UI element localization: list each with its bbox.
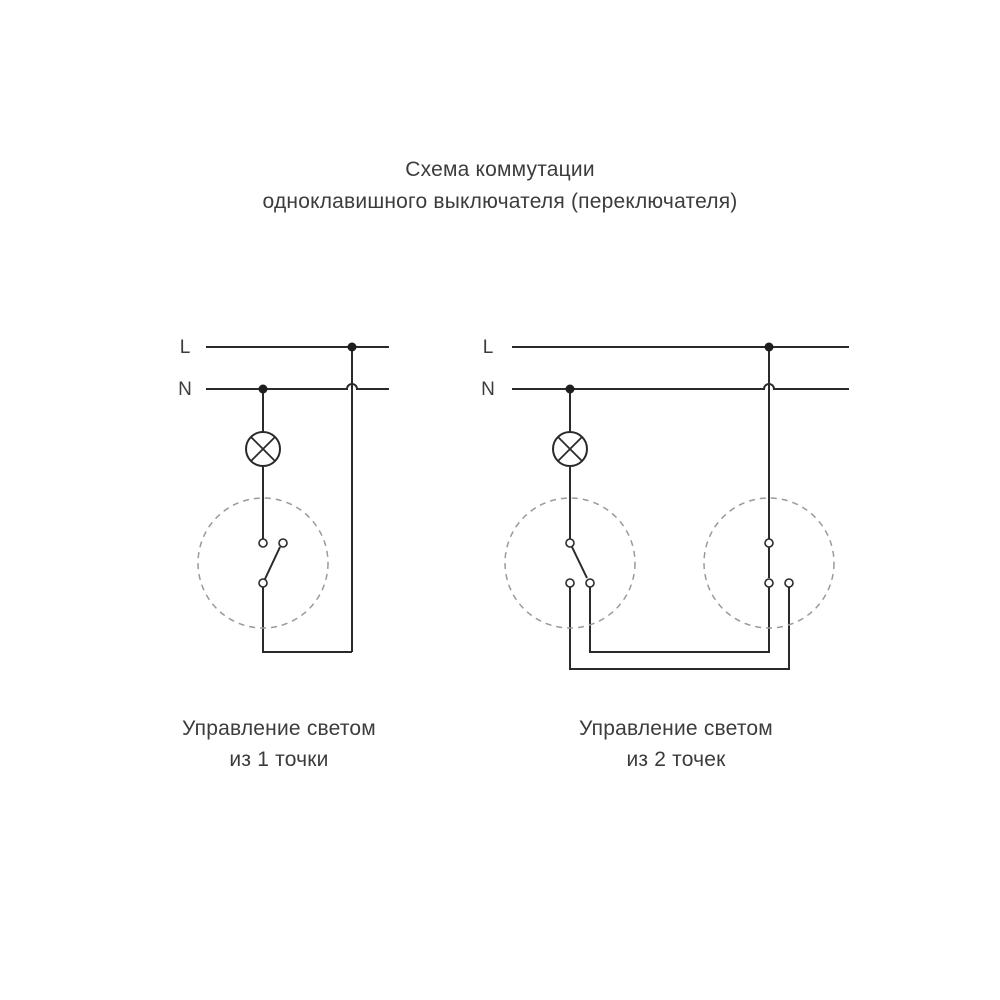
scheme2-switch1-lever bbox=[571, 546, 588, 579]
scheme2-traveler-wire-outer bbox=[569, 587, 790, 670]
scheme2-n-junction bbox=[565, 384, 575, 394]
scheme1-caption-line-1: Управление светом bbox=[182, 717, 376, 740]
scheme2-switch1-outline bbox=[504, 497, 636, 629]
scheme2-bus-label-l: L bbox=[482, 337, 494, 358]
scheme2-switch2-terminal-a bbox=[764, 578, 774, 588]
diagram-title-line-1: Схема коммутации bbox=[405, 158, 595, 181]
scheme2-n-bus-wire bbox=[512, 383, 849, 390]
scheme2-switch1-terminal-a bbox=[565, 578, 575, 588]
scheme1-lamp-icon bbox=[245, 431, 281, 467]
scheme1-switch-terminal-contact bbox=[278, 538, 288, 548]
scheme-2-wiring bbox=[504, 342, 849, 670]
scheme1-n-junction bbox=[258, 384, 268, 394]
scheme1-switch-terminal-top bbox=[258, 538, 268, 548]
scheme1-n-bus-wire bbox=[206, 383, 389, 390]
diagram-title-line-2: одноклавишного выключателя (переключател… bbox=[262, 190, 738, 213]
scheme1-l-junction bbox=[347, 342, 357, 352]
scheme2-lamp-icon bbox=[552, 431, 588, 467]
scheme1-return-wire bbox=[262, 585, 352, 653]
scheme2-caption-line-1: Управление светом bbox=[579, 717, 773, 740]
scheme2-switch1-terminal-common bbox=[565, 538, 575, 548]
scheme2-switch2-terminal-common bbox=[764, 538, 774, 548]
scheme-1-wiring bbox=[197, 342, 389, 653]
scheme2-caption-line-2: из 2 точек bbox=[626, 748, 726, 771]
scheme1-switch-terminal-bottom bbox=[258, 578, 268, 588]
scheme1-bus-label-l: L bbox=[179, 337, 191, 358]
scheme1-switch-outline bbox=[197, 497, 329, 629]
scheme1-bus-label-n: N bbox=[178, 379, 192, 400]
scheme2-switch1-terminal-b bbox=[585, 578, 595, 588]
scheme1-caption-line-2: из 1 точки bbox=[229, 748, 329, 771]
scheme2-traveler-wire-inner bbox=[589, 587, 770, 653]
scheme2-l-junction bbox=[764, 342, 774, 352]
scheme2-switch2-terminal-b bbox=[784, 578, 794, 588]
scheme2-switch2-outline bbox=[703, 497, 835, 629]
scheme2-bus-label-n: N bbox=[481, 379, 495, 400]
scheme1-switch-lever bbox=[264, 546, 281, 580]
